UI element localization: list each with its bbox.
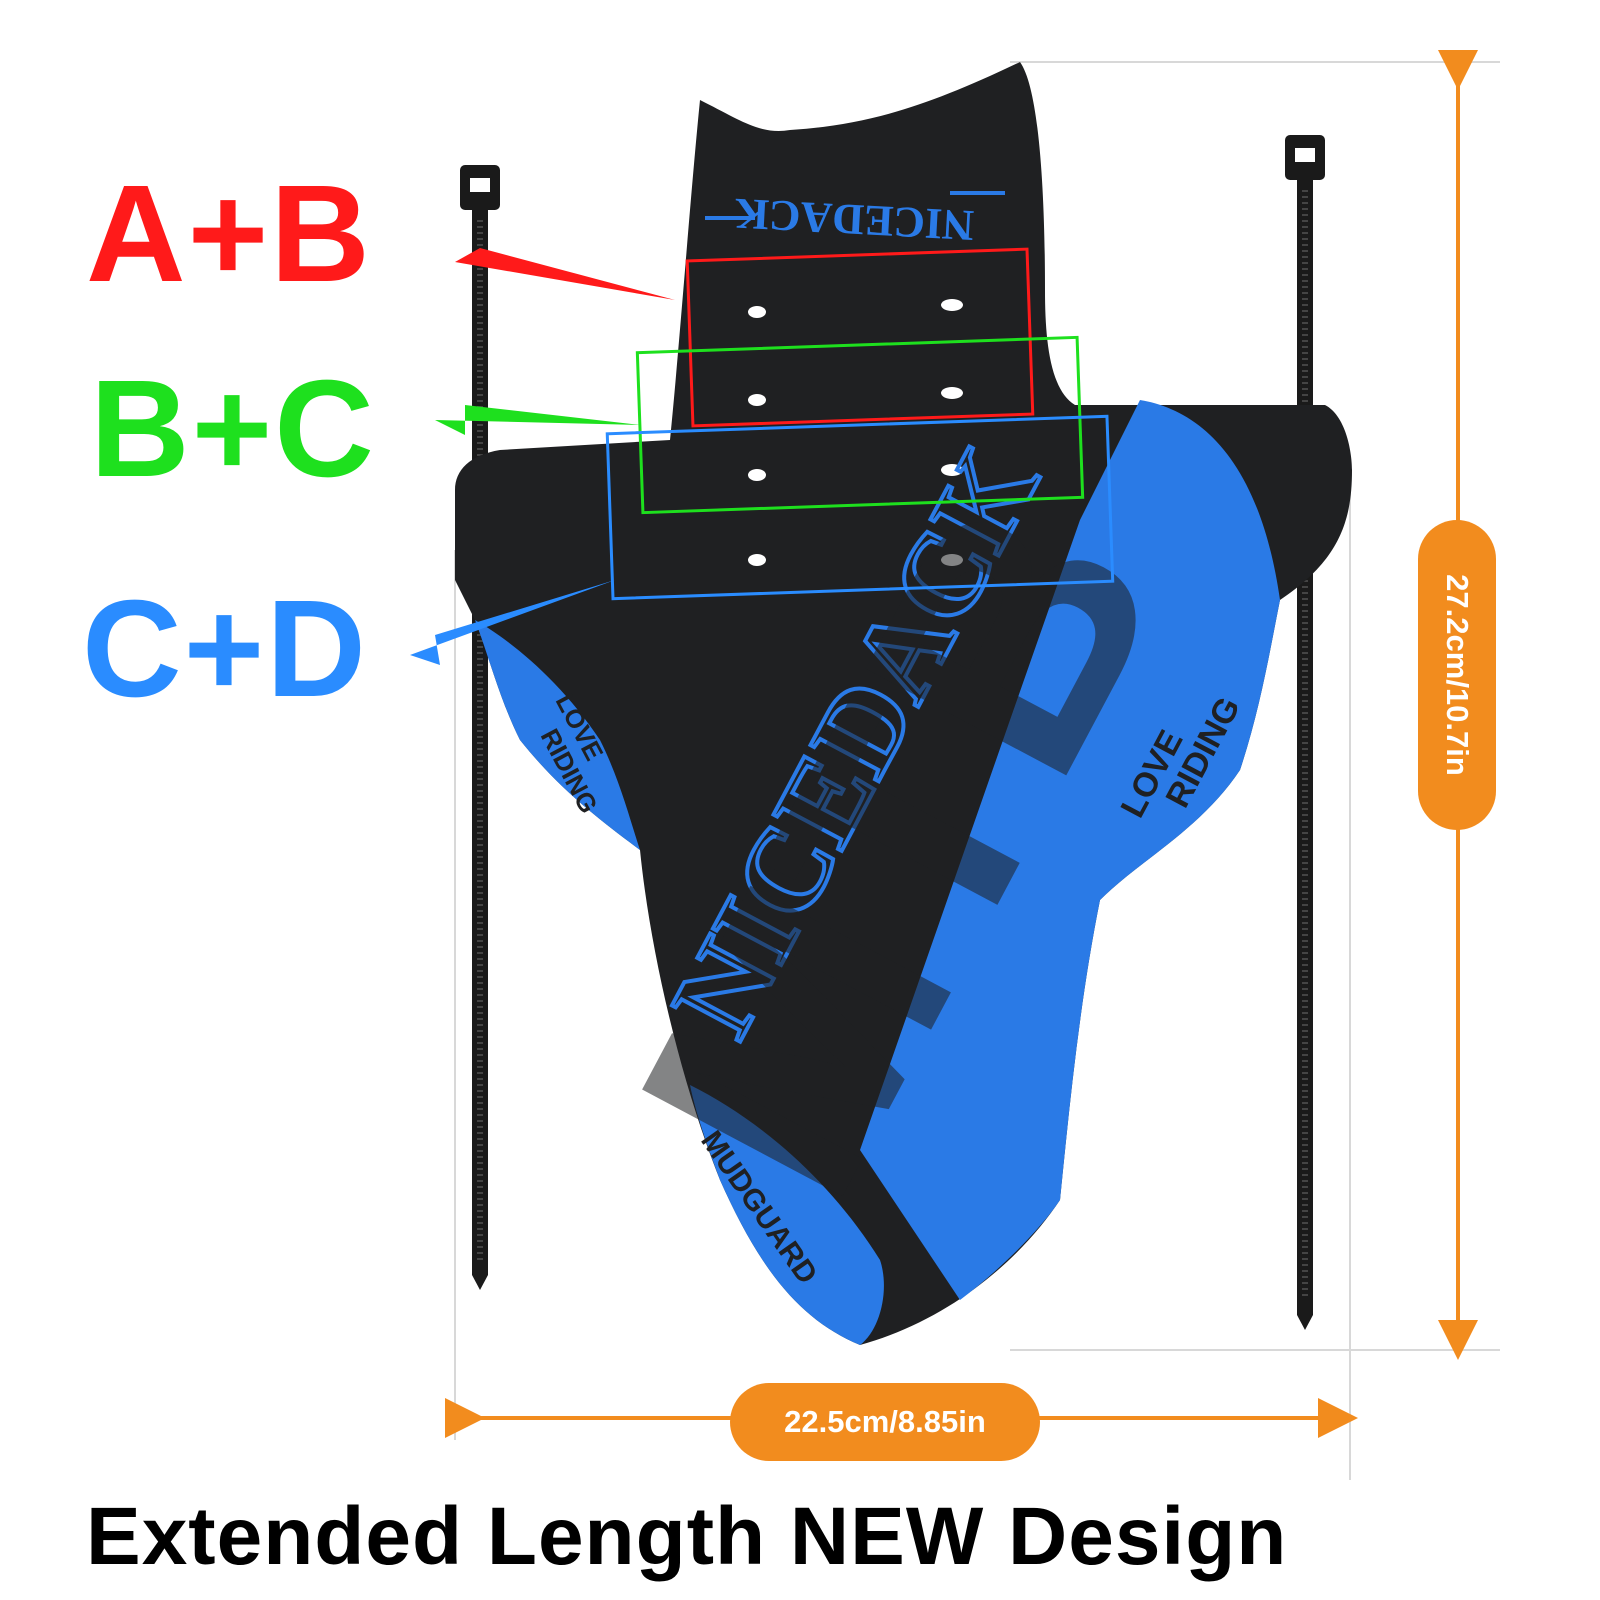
guide-lines xyxy=(454,61,1500,1480)
arrow-bc xyxy=(435,405,640,435)
cable-tie-left xyxy=(460,165,500,1290)
mount-box-cd xyxy=(605,414,1115,601)
arrow-ab xyxy=(455,248,675,300)
width-badge: 22.5cm/8.85in xyxy=(730,1383,1040,1461)
headline: Extended Length NEW Design xyxy=(86,1491,1288,1582)
mudguard-print-bottom xyxy=(690,1085,884,1345)
mount-label-cd: C+D xyxy=(82,572,368,726)
arrow-cd xyxy=(410,580,615,665)
mudguard-print-right xyxy=(860,400,1280,1300)
cable-tie-right xyxy=(1285,135,1325,1330)
mudguard-body xyxy=(455,62,1352,1345)
height-label: 27.2cm/10.7in xyxy=(1440,574,1476,776)
mount-label-ab: A+B xyxy=(86,157,372,311)
mounting-slots xyxy=(748,299,963,566)
mudguard-print-left xyxy=(475,620,640,850)
height-badge: 27.2cm/10.7in xyxy=(1418,520,1496,830)
mount-box-ab xyxy=(685,247,1035,428)
mount-label-bc: B+C xyxy=(90,352,376,506)
width-label: 22.5cm/8.85in xyxy=(784,1404,986,1439)
